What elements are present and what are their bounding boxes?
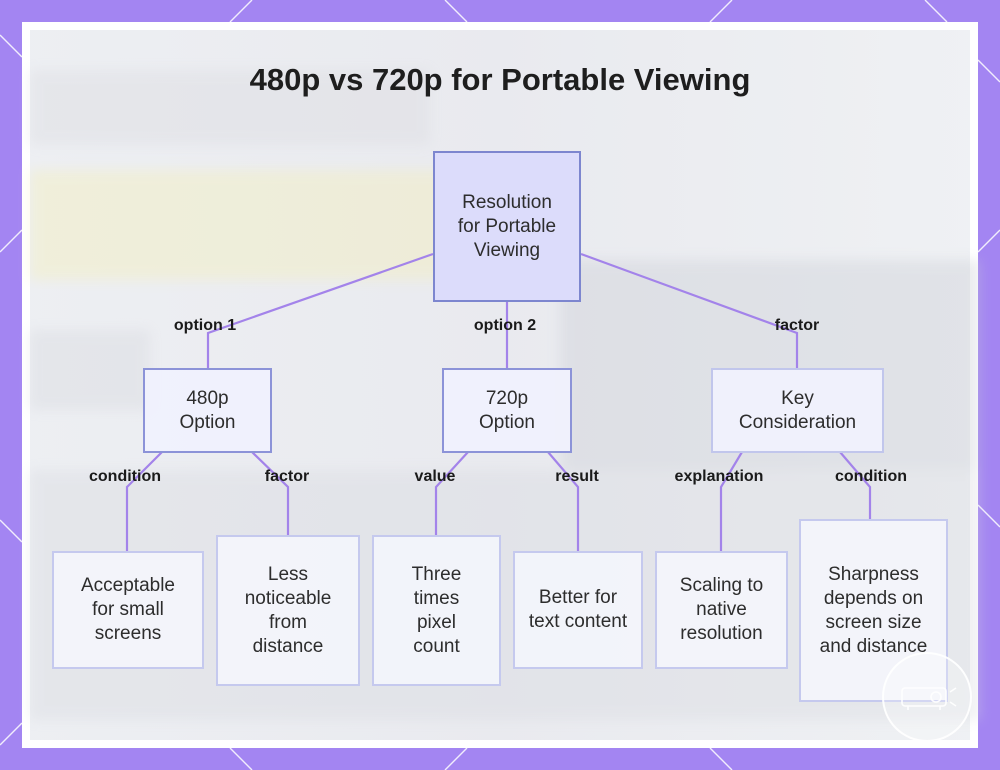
edge-480p-acceptable bbox=[125, 451, 163, 551]
edge-label-condition: condition bbox=[835, 468, 907, 485]
edge-label-factor: factor bbox=[264, 468, 310, 485]
node-label: Less noticeable from distance bbox=[244, 563, 332, 657]
node-label: Resolution for Portable Viewing bbox=[457, 191, 557, 261]
projector-icon bbox=[901, 687, 957, 710]
node-label: 720p Option bbox=[479, 387, 535, 433]
edge-label-result: result bbox=[555, 468, 599, 485]
watermark-logo bbox=[882, 652, 972, 742]
edge-label-option-2: option 2 bbox=[473, 317, 537, 334]
node-label: Acceptable for small screens bbox=[80, 575, 175, 644]
edge-root-key bbox=[580, 252, 799, 368]
edge-label-value: value bbox=[414, 468, 456, 485]
node-better-text: Better for text content bbox=[513, 551, 643, 669]
node-acceptable-small-screens: Acceptable for small screens bbox=[52, 551, 204, 669]
node-key-consideration: Key Consideration bbox=[711, 368, 884, 453]
edge-key-sharpness bbox=[839, 451, 872, 519]
node-three-times-pixel: Three times pixel count bbox=[372, 535, 501, 686]
edge-720p-three bbox=[434, 451, 469, 535]
edge-label-condition: condition bbox=[89, 468, 161, 485]
node-label: Better for text content bbox=[528, 587, 628, 632]
node-720p-option: 720p Option bbox=[442, 368, 572, 453]
edge-720p-better bbox=[547, 451, 580, 551]
node-scaling-native: Scaling to native resolution bbox=[655, 551, 788, 669]
node-label: Key Consideration bbox=[738, 387, 857, 433]
edge-label-option-1: option 1 bbox=[173, 317, 237, 334]
node-less-noticeable: Less noticeable from distance bbox=[216, 535, 360, 686]
edge-key-scaling bbox=[719, 451, 743, 551]
node-sharpness-depends: Sharpness depends on screen size and dis… bbox=[799, 519, 948, 702]
node-resolution-root: Resolution for Portable Viewing bbox=[433, 151, 581, 302]
edge-label-factor: factor bbox=[774, 317, 820, 334]
edge-root-480p bbox=[206, 252, 434, 368]
edge-label-explanation: explanation bbox=[674, 468, 764, 485]
diagram-title: 480p vs 720p for Portable Viewing bbox=[249, 62, 751, 97]
node-label: 480p Option bbox=[179, 387, 236, 433]
node-label: Sharpness depends on screen size and dis… bbox=[819, 563, 928, 657]
node-480p-option: 480p Option bbox=[143, 368, 272, 453]
node-label: Scaling to native resolution bbox=[679, 575, 764, 644]
node-label: Three times pixel count bbox=[411, 563, 462, 657]
edge-480p-less bbox=[251, 451, 290, 535]
